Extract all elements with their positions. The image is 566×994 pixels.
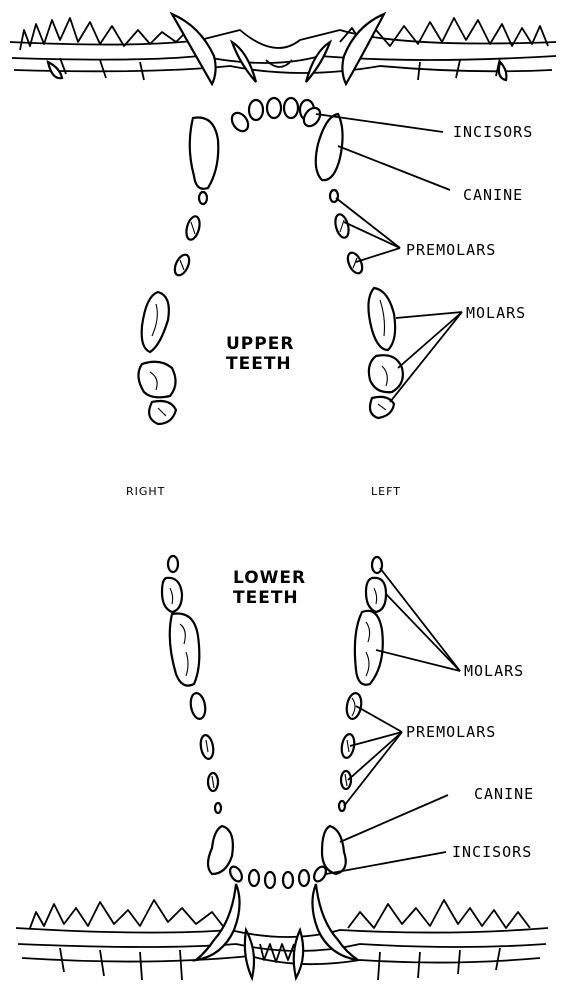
lower-canine-label: CANINE <box>474 785 534 803</box>
upper-incisors <box>230 96 322 133</box>
upper-teeth-title-line2: TEETH <box>226 354 292 374</box>
upper-left-molars <box>367 286 404 420</box>
lower-incisors <box>229 865 327 890</box>
lower-teeth-title-line2: TEETH <box>233 588 299 608</box>
lower-pointer-lines <box>325 567 461 875</box>
upper-teeth-title-line1: UPPER <box>226 334 294 354</box>
upper-pointer-lines <box>315 113 463 403</box>
lower-teeth-title-line1: LOWER <box>233 568 306 588</box>
upper-canine-label: CANINE <box>463 186 523 204</box>
lower-premolars-label: PREMOLARS <box>406 723 496 741</box>
lower-incisors-label: INCISORS <box>452 843 532 861</box>
lower-molars-label: MOLARS <box>464 662 524 680</box>
lower-left-molars <box>353 555 388 686</box>
lower-jaw-side-view <box>15 883 549 982</box>
lower-right-molars <box>160 554 201 687</box>
upper-incisors-label: INCISORS <box>453 123 533 141</box>
lower-left-premolars <box>337 692 363 813</box>
upper-premolars-label: PREMOLARS <box>406 241 496 259</box>
upper-left-canine <box>314 112 344 182</box>
left-side-label: LEFT <box>371 485 401 498</box>
lower-dental-arch <box>160 554 388 890</box>
upper-right-molars <box>137 290 178 426</box>
lower-right-premolars <box>189 692 223 815</box>
lower-right-canine <box>206 824 234 876</box>
upper-dental-arch <box>137 96 404 426</box>
lower-left-canine <box>320 824 347 876</box>
upper-right-canine <box>188 116 220 190</box>
upper-jaw-side-view <box>9 11 557 87</box>
right-side-label: RIGHT <box>126 485 165 498</box>
upper-left-premolars <box>328 188 364 275</box>
upper-right-premolars <box>173 190 209 277</box>
upper-molars-label: MOLARS <box>466 304 526 322</box>
